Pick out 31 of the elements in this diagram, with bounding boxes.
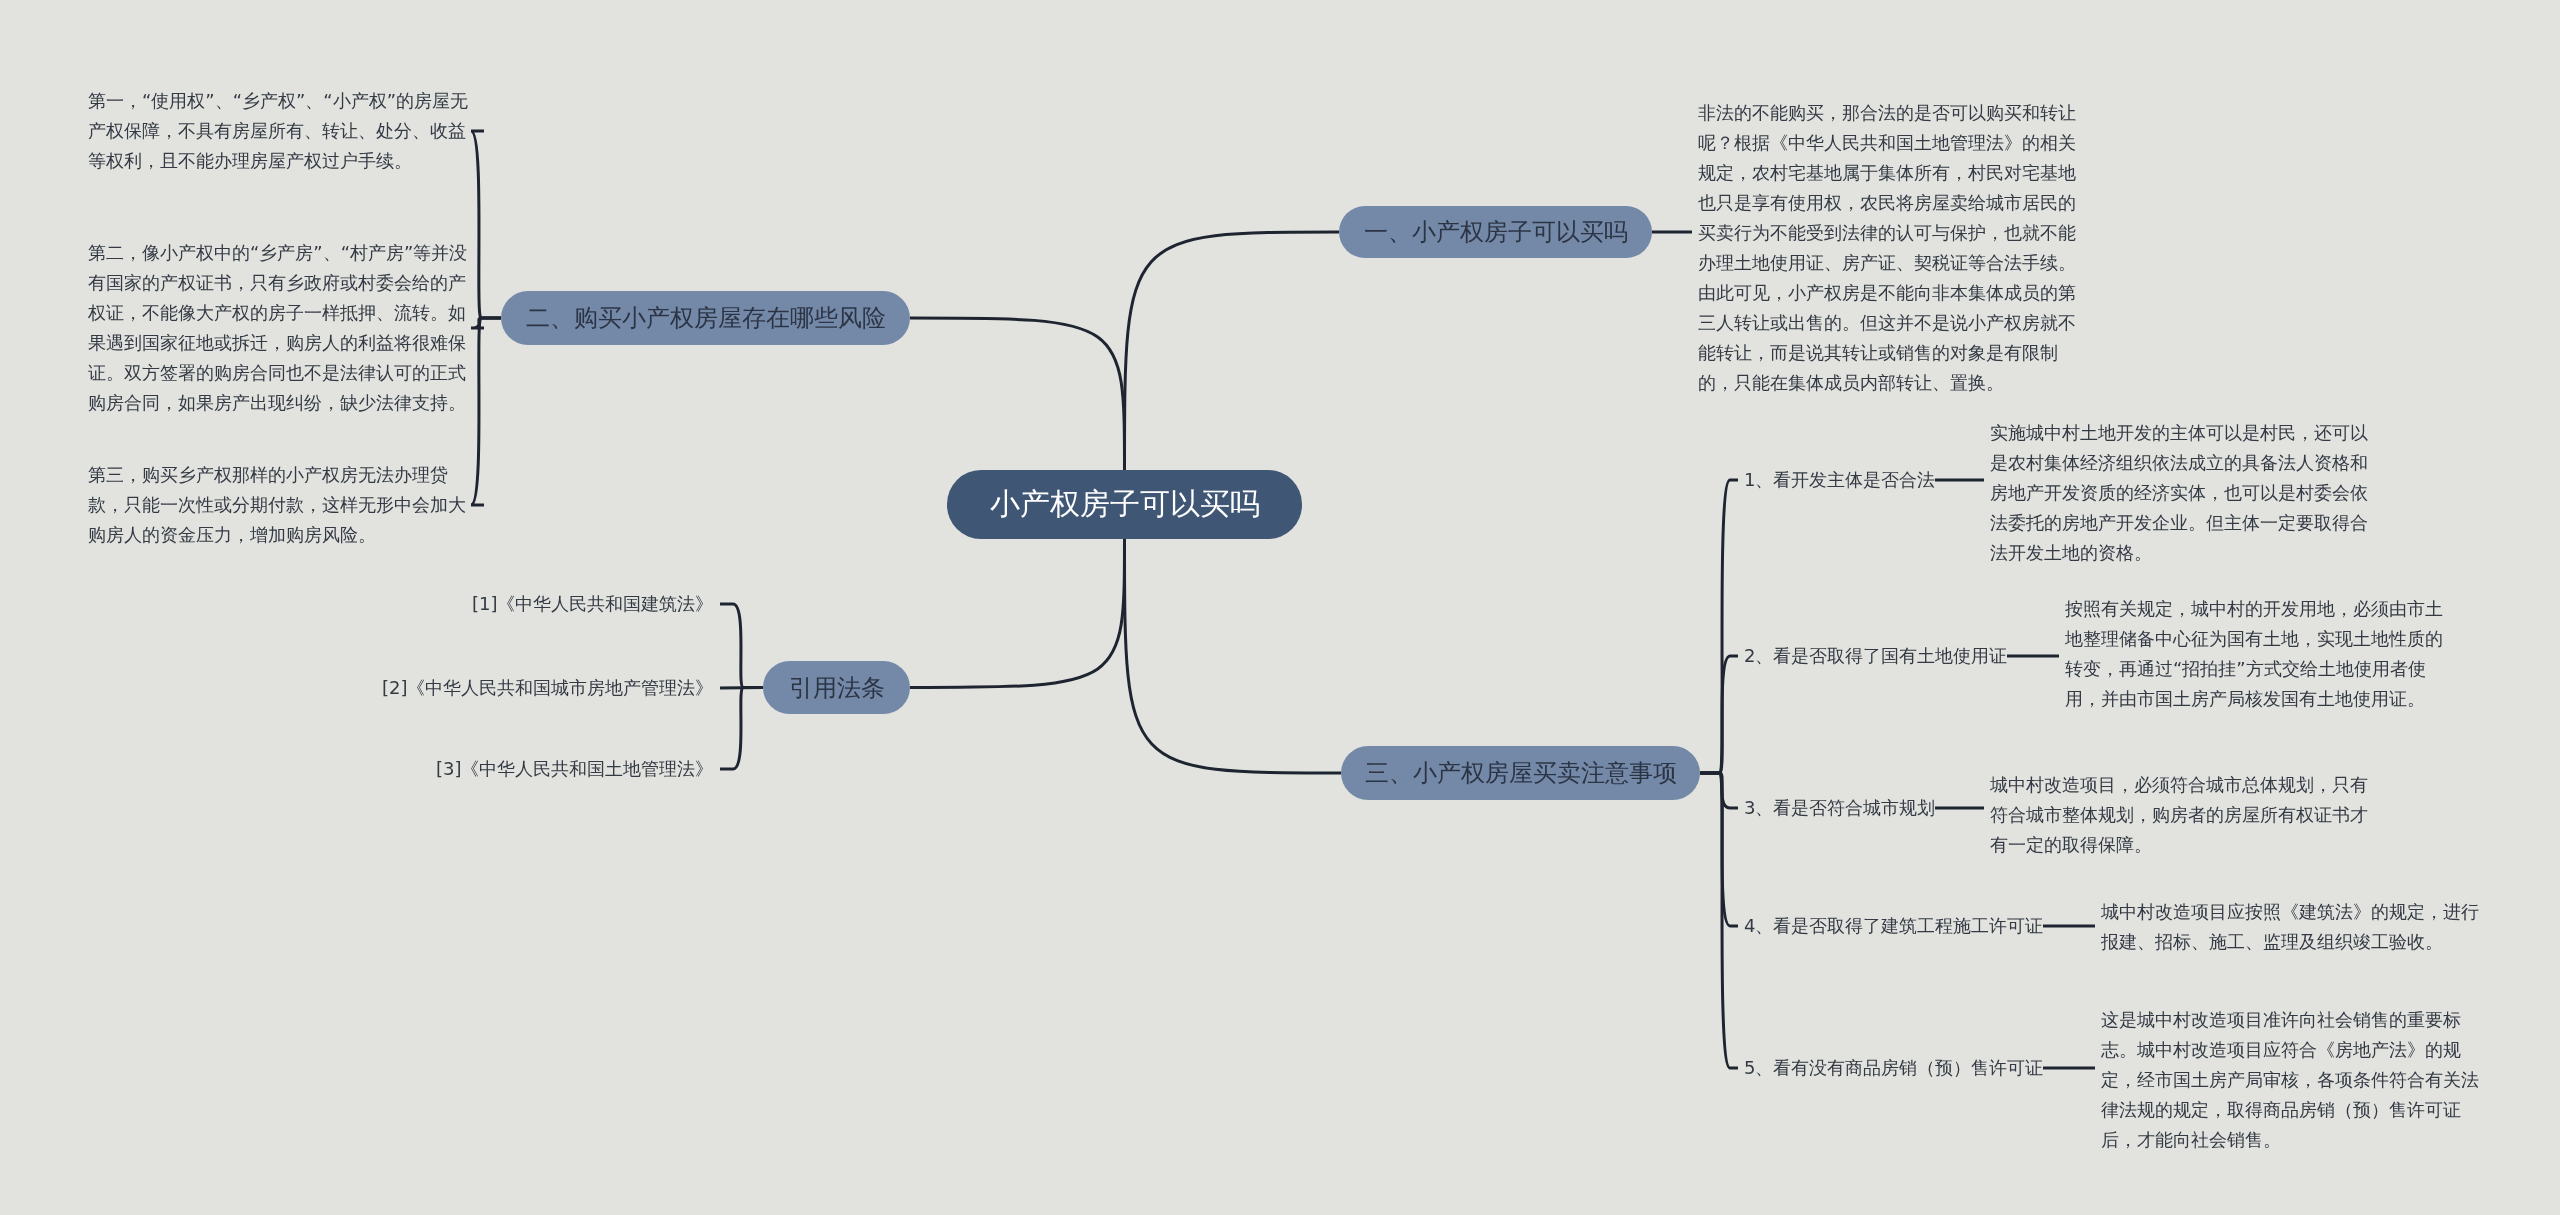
connector-line — [1652, 230, 1692, 234]
connector-line — [1700, 771, 1738, 1070]
note-text: 城中村改造项目，必须符合城市总体规划，只有符合城市整体规划，购房者的房屋所有权证书才有一定的取得保障。 — [1990, 770, 2370, 860]
subtopic-text: 1、看开发主体是否合法 — [1744, 467, 1936, 493]
subtopic-text: 2、看是否取得了国有土地使用证 — [1744, 643, 2008, 669]
subtopic-text: 5、看有没有商品房销（预）售许可证 — [1744, 1055, 2044, 1081]
reference-text: [2]《中华人民共和国城市房地产管理法》 — [382, 675, 714, 701]
note-text: 按照有关规定，城中村的开发用地，必须由市土地整理储备中心征为国有土地，实现土地性质的转变，再通过“招拍挂”方式交给土地使用者使用，并由市国土房产局核发国有土地使用证。 — [2065, 594, 2450, 714]
topic-box: 一、小产权房子可以买吗 — [1339, 206, 1652, 258]
topic-box: 三、小产权房屋买卖注意事项 — [1341, 746, 1700, 800]
reference-text: [1]《中华人民共和国建筑法》 — [472, 591, 714, 617]
connector-line — [1123, 539, 1341, 775]
connector-line — [1935, 478, 1984, 482]
topic-box: 引用法条 — [763, 661, 910, 714]
topic-box: 二、购买小产权房屋存在哪些风险 — [501, 291, 910, 345]
note-text: 第一，“使用权”、“乡产权”、“小产权”的房屋无产权保障，不具有房屋所有、转让、处分、收益等权利，且不能办理房屋产权过户手续。 — [88, 86, 478, 176]
connector-line — [2043, 924, 2095, 928]
note-text: 这是城中村改造项目准许向社会销售的重要标志。城中村改造项目应符合《房地产法》的规定，经市国土房产局审核，各项条件符合有关法律法规的规定，取得商品房销（预）售许可证后，才能向社会销售。 — [2101, 1005, 2481, 1155]
note-text: 非法的不能购买，那合法的是否可以购买和转让呢？根据《中华人民共和国土地管理法》的相关规定，农村宅基地属于集体所有，村民对宅基地也只是享有使用权，农民将房屋卖给城市居民的买卖行为不能受到法律的认可与保护，也就不能办理土地使用证、房产证、契税证等合法手续。由此可见，小产权房是不能向非本集体成员的第三人转让或出售的。但这并不是说小产权房就不能转让，而是说其转让或销售的对象是有限制的，只能在集体成员内部转让、置换。 — [1698, 98, 2078, 398]
subtopic-text: 4、看是否取得了建筑工程施工许可证 — [1744, 913, 2044, 939]
central-topic-box: 小产权房子可以买吗 — [947, 470, 1302, 539]
connector-line — [2007, 654, 2059, 658]
reference-text: [3]《中华人民共和国土地管理法》 — [436, 756, 714, 782]
subtopic-text: 3、看是否符合城市规划 — [1744, 795, 1936, 821]
connector-line — [1935, 806, 1984, 810]
note-text: 第三，购买乡产权那样的小产权房无法办理贷款，只能一次性或分期付款，这样无形中会加大购房人的资金压力，增加购房风险。 — [88, 460, 478, 550]
connector-line — [2043, 1066, 2095, 1070]
note-text: 城中村改造项目应按照《建筑法》的规定，进行报建、招标、施工、监理及组织竣工验收。 — [2101, 897, 2481, 957]
note-text: 第二，像小产权中的“乡产房”、“村产房”等并没有国家的产权证书，只有乡政府或村委会给的产权证，不能像大产权的房子一样抵押、流转。如果遇到国家征地或拆迁，购房人的利益将很难保证。双方签署的购房合同也不是法律认可的正式购房合同，如果房产出现纠纷，缺少法律支持。 — [88, 238, 478, 418]
connector-line — [910, 316, 1126, 470]
note-text: 实施城中村土地开发的主体可以是村民，还可以是农村集体经济组织依法成立的具备法人资格和房地产开发资质的经济实体，也可以是村委会依法委托的房地产开发企业。但主体一定要取得合法开发土地的资格。 — [1990, 418, 2370, 568]
